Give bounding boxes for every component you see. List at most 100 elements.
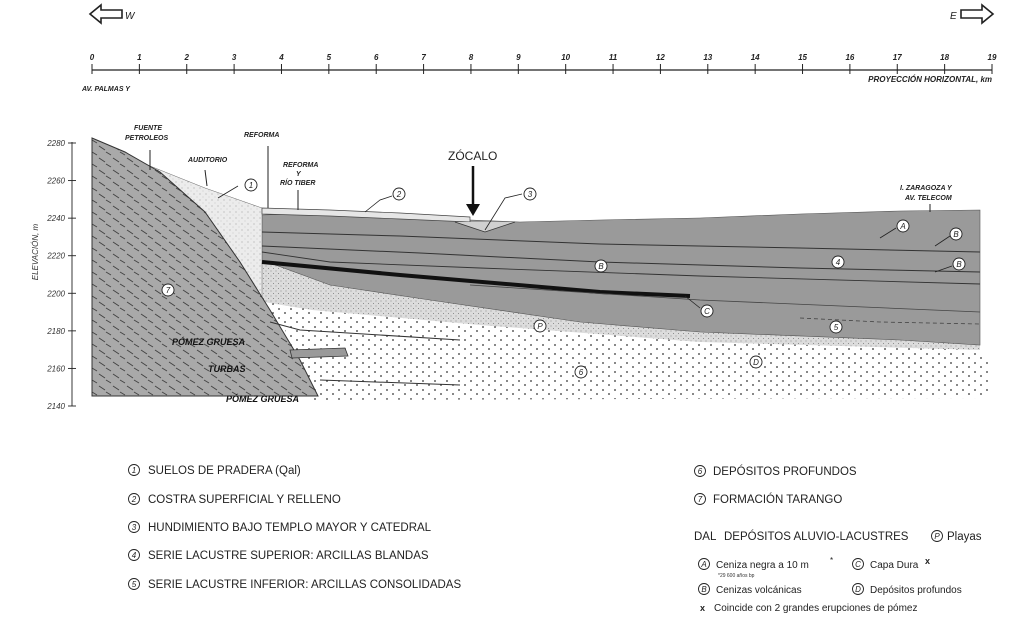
marker-5: 5: [834, 323, 839, 332]
east-label: E: [950, 11, 957, 22]
svg-text:A: A: [700, 560, 706, 569]
east-arrow: E: [950, 3, 995, 25]
x-tick-label: 16: [845, 53, 854, 62]
svg-text:*: *: [830, 556, 833, 565]
label-fuente: FUENTE: [134, 125, 162, 132]
svg-text:1: 1: [132, 466, 136, 475]
label-petroleos: PETROLEOS: [125, 135, 169, 142]
svg-text:Ceniza negra a 10 m: Ceniza negra a 10 m: [716, 560, 809, 571]
marker-b-3: B: [598, 262, 604, 271]
x-tick-label: 1: [137, 53, 142, 62]
unit-6-deep-deposits: [250, 300, 992, 400]
west-label: W: [125, 11, 136, 22]
legend-item: 1 SUELOS DE PRADERA (Qal): [128, 464, 301, 477]
y-tick-label: 2160: [46, 364, 65, 373]
svg-text:B: B: [701, 585, 707, 594]
svg-text:7: 7: [698, 495, 703, 504]
svg-text:DEPÓSITOS PROFUNDOS: DEPÓSITOS PROFUNDOS: [713, 465, 857, 478]
y-tick-label: 2220: [46, 252, 65, 261]
west-arrow: W: [88, 3, 136, 25]
svg-text:COSTRA SUPERFICIAL Y RELLENO: COSTRA SUPERFICIAL Y RELLENO: [148, 494, 341, 506]
x-tick-label: 6: [374, 53, 379, 62]
svg-text:SERIE LACUSTRE INFERIOR: ARCIL: SERIE LACUSTRE INFERIOR: ARCILLAS CONSOL…: [148, 579, 461, 591]
legend-ceniza-row: A Ceniza negra a 10 m * *29 600 años bp …: [698, 556, 930, 579]
x-tick-label: 19: [988, 53, 997, 62]
x-tick-label: 13: [703, 53, 712, 62]
marker-b-1: B: [953, 230, 959, 239]
x-tick-label: 9: [516, 53, 521, 62]
svg-text:Cenizas volcánicas: Cenizas volcánicas: [716, 585, 802, 596]
unit-7-tarango-formation: [91, 137, 319, 397]
legend-right: 6 DEPÓSITOS PROFUNDOS 7 FORMACIÓN TARANG…: [694, 465, 982, 614]
svg-text:Coincide con 2 grandes erupcio: Coincide con 2 grandes erupciones de póm…: [714, 603, 917, 614]
label-zaragoza-1: I. ZARAGOZA Y: [900, 185, 953, 192]
label-pomez-1: PÓMEZ GRUESA: [172, 336, 245, 347]
svg-text:C: C: [855, 560, 861, 569]
marker-p: P: [537, 322, 543, 331]
svg-text:SERIE LACUSTRE SUPERIOR: ARCIL: SERIE LACUSTRE SUPERIOR: ARCILLAS BLANDA…: [148, 550, 429, 562]
x-tick-label: 10: [561, 53, 570, 62]
x-tick-label: 11: [609, 53, 618, 62]
legend-item: 5 SERIE LACUSTRE INFERIOR: ARCILLAS CONS…: [128, 578, 461, 591]
label-zocalo: ZÓCALO: [448, 148, 497, 163]
marker-3: 3: [528, 190, 533, 199]
label-reforma-tiber-2: Y: [296, 171, 302, 178]
x-tick-label: 14: [751, 53, 760, 62]
zocalo-arrow-icon: [466, 204, 480, 216]
legend-dal-row: DAL DEPÓSITOS ALUVIO-LACUSTRES P Playas: [694, 530, 982, 543]
x-tick-label: 17: [893, 53, 902, 62]
svg-text:DEPÓSITOS ALUVIO-LACUSTRES: DEPÓSITOS ALUVIO-LACUSTRES: [724, 530, 909, 543]
svg-text:Depósitos profundos: Depósitos profundos: [870, 585, 962, 596]
section-markers: 1 2 3 4 5 6 7 A B B B C D P: [161, 178, 966, 379]
svg-text:D: D: [855, 585, 861, 594]
label-pomez-2: PÓMEZ GRUESA: [226, 393, 299, 404]
marker-1: 1: [249, 181, 253, 190]
label-reforma-tiber-1: REFORMA: [283, 162, 318, 169]
y-tick-label: 2260: [46, 177, 65, 186]
legend-item: 7 FORMACIÓN TARANGO: [694, 493, 842, 506]
label-turbas: TURBAS: [208, 364, 246, 374]
svg-text:DAL: DAL: [694, 531, 717, 543]
svg-text:x: x: [925, 556, 930, 566]
svg-text:HUNDIMIENTO BAJO TEMPLO MAYOR: HUNDIMIENTO BAJO TEMPLO MAYOR Y CATEDRAL: [148, 522, 432, 534]
label-reforma: REFORMA: [244, 132, 279, 139]
x-tick-label: 18: [940, 53, 949, 62]
label-auditorio: AUDITORIO: [187, 157, 228, 164]
svg-text:4: 4: [132, 551, 137, 560]
svg-text:5: 5: [132, 580, 137, 589]
y-tick-label: 2200: [46, 289, 65, 298]
marker-6: 6: [579, 368, 584, 377]
x-tick-label: 5: [327, 53, 332, 62]
origin-label: AV. PALMAS Y: [81, 86, 131, 93]
svg-text:Capa Dura: Capa Dura: [870, 560, 919, 571]
legend-cenizas-row: B Cenizas volcánicas D Depósitos profund…: [698, 583, 962, 596]
surface-labels: FUENTE PETROLEOS AUDITORIO REFORMA REFOR…: [125, 125, 953, 404]
y-tick-label: 2240: [46, 214, 65, 223]
axis-caption: PROYECCIÓN HORIZONTAL, km: [868, 75, 992, 84]
legend-item: 6 DEPÓSITOS PROFUNDOS: [694, 465, 857, 478]
svg-text:SUELOS DE PRADERA (Qal): SUELOS DE PRADERA (Qal): [148, 465, 301, 477]
legend-item: 2 COSTRA SUPERFICIAL Y RELLENO: [128, 493, 341, 506]
x-tick-label: 12: [656, 53, 665, 62]
legend-item: 3 HUNDIMIENTO BAJO TEMPLO MAYOR Y CATEDR…: [128, 521, 432, 534]
x-tick-label: 3: [232, 53, 237, 62]
y-axis-label: ELEVACIÓN, m: [31, 223, 40, 280]
x-tick-label: 8: [469, 53, 474, 62]
x-tick-label: 7: [421, 53, 426, 62]
y-tick-label: 2180: [46, 327, 65, 336]
svg-text:*29 600 años bp: *29 600 años bp: [718, 573, 755, 579]
marker-7: 7: [166, 286, 171, 295]
x-tick-label: 2: [184, 53, 190, 62]
marker-4: 4: [836, 258, 841, 267]
y-tick-label: 2140: [46, 402, 65, 411]
unit-3-depression: [454, 221, 516, 233]
section-body: [91, 137, 992, 400]
legend-coincide-row: x Coincide con 2 grandes erupciones de p…: [700, 603, 917, 614]
svg-text:P: P: [934, 532, 940, 541]
x-tick-label: 0: [90, 53, 95, 62]
west-arrow-icon: [88, 3, 123, 25]
svg-text:6: 6: [698, 467, 703, 476]
